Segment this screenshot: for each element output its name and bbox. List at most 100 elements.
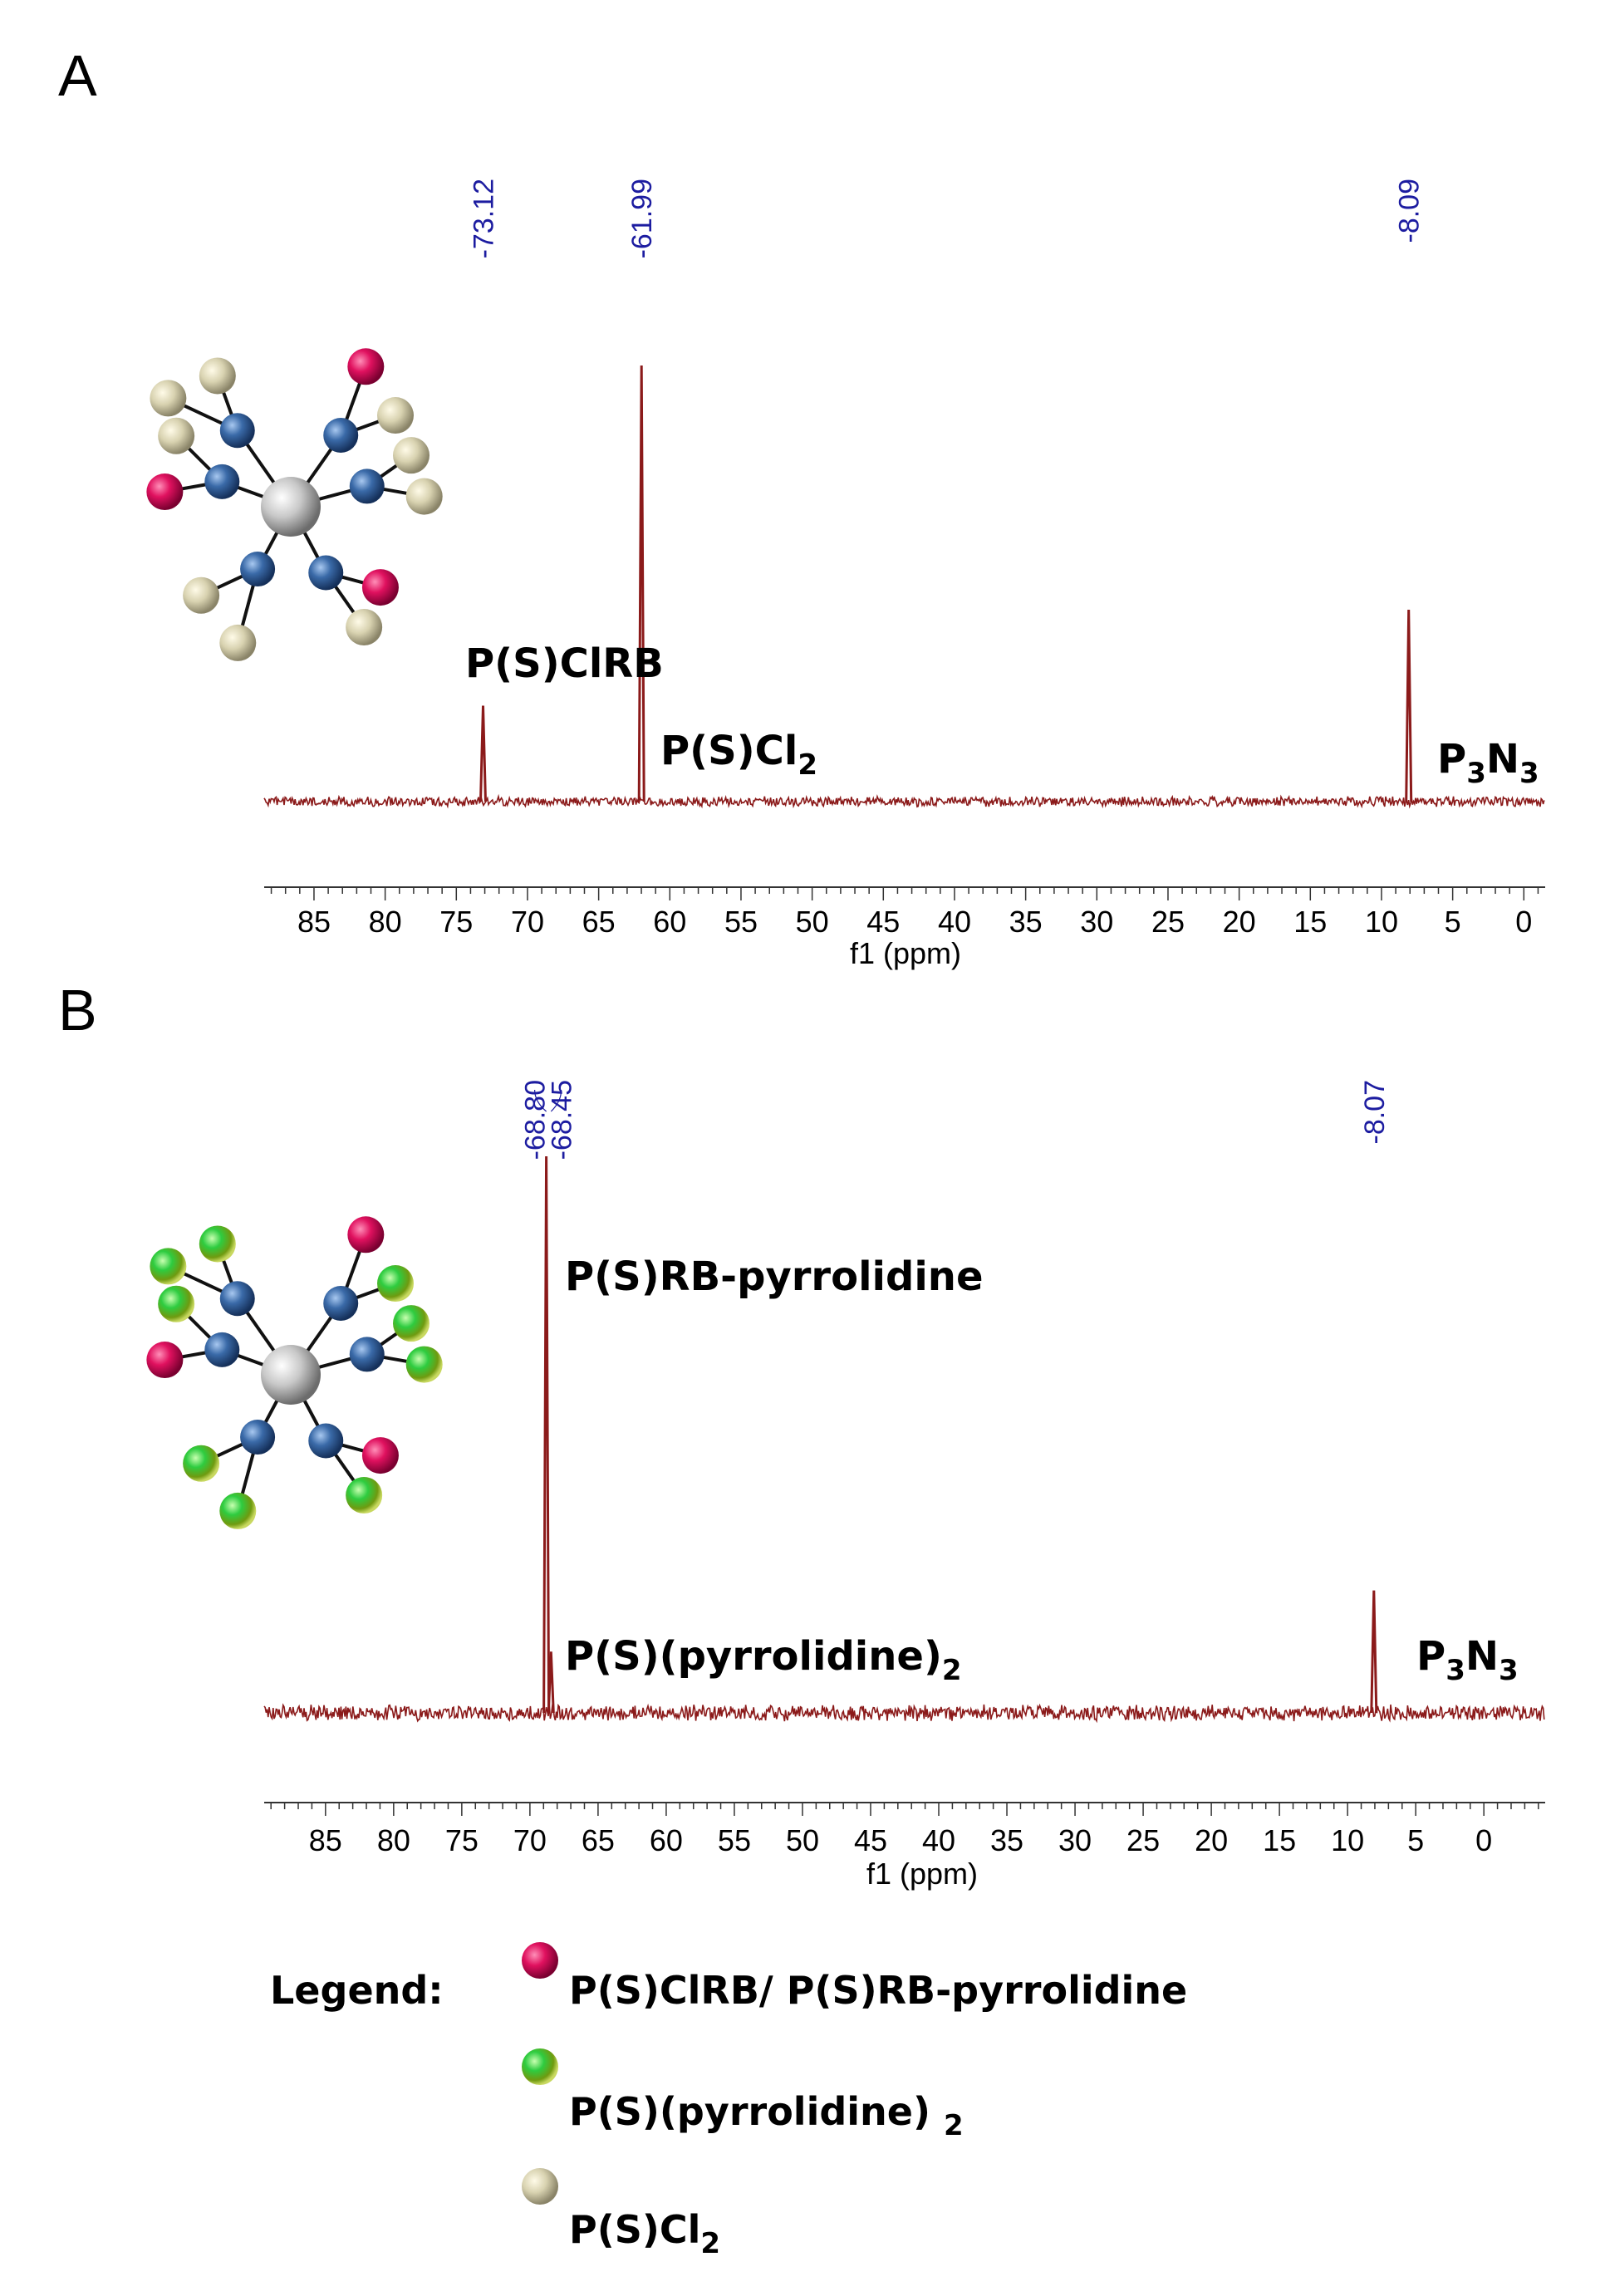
panel-letter-a: A: [58, 43, 97, 108]
annotation-ps-rb-pyrrolidine: P(S)RB-pyrrolidine: [565, 1253, 984, 1300]
dendrimer-atoms: [146, 1216, 443, 1529]
red-sphere-atom: [146, 473, 184, 511]
tan-sphere-atom: [219, 624, 257, 661]
red-sphere-atom: [361, 569, 399, 606]
x-tick-label: 15: [1293, 905, 1327, 939]
red-sphere-atom: [146, 1342, 184, 1379]
tan-sphere-atom: [346, 608, 383, 645]
x-tick-label: 75: [445, 1823, 479, 1857]
blue-sphere-atom: [219, 413, 255, 449]
peak-8.07: [1370, 1590, 1378, 1714]
x-tick-label: 85: [297, 905, 331, 939]
peak-68.45: [547, 1651, 555, 1714]
blue-sphere-atom: [240, 552, 276, 587]
blue-sphere-atom: [323, 1285, 359, 1321]
x-tick-label: 60: [653, 905, 686, 939]
x-tick-label: 10: [1365, 905, 1398, 939]
annotation-ps-pyrrolidine2-main: P(S)(pyrrolidine): [565, 1633, 942, 1680]
annotation-p3n3-b-sub2: 3: [1499, 1654, 1519, 1687]
blue-sphere-atom: [204, 464, 240, 499]
peak-label: -8.07: [1359, 1080, 1391, 1145]
peak-label-text: -73.12: [469, 179, 500, 258]
annotation-p3n3-b-p: P: [1416, 1633, 1445, 1680]
baseline-noise: [263, 793, 1545, 809]
peak-label-text: -68.45: [547, 1080, 578, 1160]
x-axis-title-a: f1 (ppm): [850, 936, 961, 970]
legend: Legend: P(S)ClRB/ P(S)RB-pyrrolidine P(S…: [270, 1942, 1187, 2260]
annotation-pscl2-sub: 2: [798, 748, 817, 782]
x-tick-label: 70: [513, 1823, 547, 1857]
x-tick-label: 80: [369, 905, 402, 939]
x-tick-label: 5: [1445, 905, 1461, 939]
x-tick-label: 75: [439, 905, 473, 939]
legend-label-3-main: P(S)Cl: [569, 2207, 700, 2252]
x-axis-title-b: f1 (ppm): [866, 1857, 978, 1891]
panel-letter-b: B: [58, 978, 97, 1043]
peak-73.12: [479, 705, 487, 802]
tan-sphere-atom: [199, 357, 236, 395]
blue-sphere-atom: [204, 1332, 240, 1367]
x-tick-label: 10: [1331, 1823, 1364, 1857]
x-tick-label: 25: [1151, 905, 1185, 939]
spectrum-trace-b: [263, 1155, 1545, 1724]
annotation-ps-pyrrolidine2: P(S)(pyrrolidine)2: [565, 1633, 962, 1687]
core-sphere-atom: [261, 477, 321, 537]
x-tick-label: 40: [938, 905, 971, 939]
annotation-p3n3-b: P3N3: [1416, 1633, 1519, 1687]
x-tick-label: 35: [990, 1823, 1023, 1857]
peak-label-text: -8.09: [1394, 179, 1426, 243]
green-sphere-atom: [183, 1445, 220, 1482]
green-sphere-atom: [158, 1285, 195, 1322]
green-sphere-atom: [150, 1248, 187, 1285]
green-sphere-atom: [346, 1476, 383, 1513]
x-tick-label: 0: [1475, 1823, 1492, 1857]
legend-label-2-sub: 2: [944, 2109, 964, 2142]
green-sphere-atom: [405, 1346, 443, 1383]
peak-8.09: [1405, 609, 1413, 802]
x-tick-label: 50: [786, 1823, 819, 1857]
x-tick-label: 20: [1195, 1823, 1228, 1857]
annotation-p3n3-b-sub1: 3: [1445, 1654, 1465, 1687]
x-tick-label: 50: [796, 905, 829, 939]
x-tick-label: 40: [922, 1823, 955, 1857]
blue-sphere-atom: [323, 417, 359, 453]
x-tick-label: 85: [309, 1823, 342, 1857]
peak-labels-a: -73.12-61.99-8.09: [469, 179, 1426, 258]
annotation-ps-pyrrolidine2-sub: 2: [942, 1654, 962, 1687]
annotation-p3n3-a-sub2: 3: [1519, 757, 1539, 790]
annotation-pscl2-main: P(S)Cl: [660, 728, 798, 774]
peak-label: -8.09: [1394, 179, 1426, 243]
dendrimer-diagram-b: [146, 1216, 443, 1529]
peak-label-text: -8.07: [1359, 1080, 1391, 1145]
dendrimer-diagram-a: [146, 348, 443, 661]
blue-sphere-atom: [349, 469, 385, 504]
x-tick-label: 25: [1126, 1823, 1160, 1857]
tan-sphere-atom: [377, 397, 415, 434]
core-sphere-atom: [261, 1345, 321, 1405]
x-tick-label: 0: [1515, 905, 1532, 939]
blue-sphere-atom: [240, 1420, 276, 1455]
green-sphere-atom: [377, 1265, 415, 1303]
x-tick-label: 45: [866, 905, 900, 939]
legend-swatch-red-sphere: [522, 1942, 558, 1979]
legend-swatch-tan-sphere: [522, 2168, 558, 2205]
red-sphere-atom: [361, 1437, 399, 1474]
blue-sphere-atom: [349, 1337, 385, 1372]
legend-label-2: P(S)(pyrrolidine) 2: [569, 2089, 964, 2142]
x-tick-label: 65: [582, 905, 616, 939]
peak-label-leader: [534, 1089, 547, 1112]
annotation-pscl2: P(S)Cl2: [660, 728, 817, 782]
baseline-noise: [263, 1703, 1545, 1724]
red-sphere-atom: [347, 348, 385, 385]
x-tick-label: 30: [1080, 905, 1113, 939]
tan-sphere-atom: [150, 380, 187, 417]
peak-label-text: -68.80: [520, 1080, 552, 1160]
red-sphere-atom: [347, 1216, 385, 1253]
legend-label-2-main: P(S)(pyrrolidine): [569, 2089, 944, 2134]
peak-label: -68.45: [547, 1080, 578, 1160]
peak-label-leader: [550, 1089, 562, 1112]
x-tick-label: 60: [650, 1823, 683, 1857]
